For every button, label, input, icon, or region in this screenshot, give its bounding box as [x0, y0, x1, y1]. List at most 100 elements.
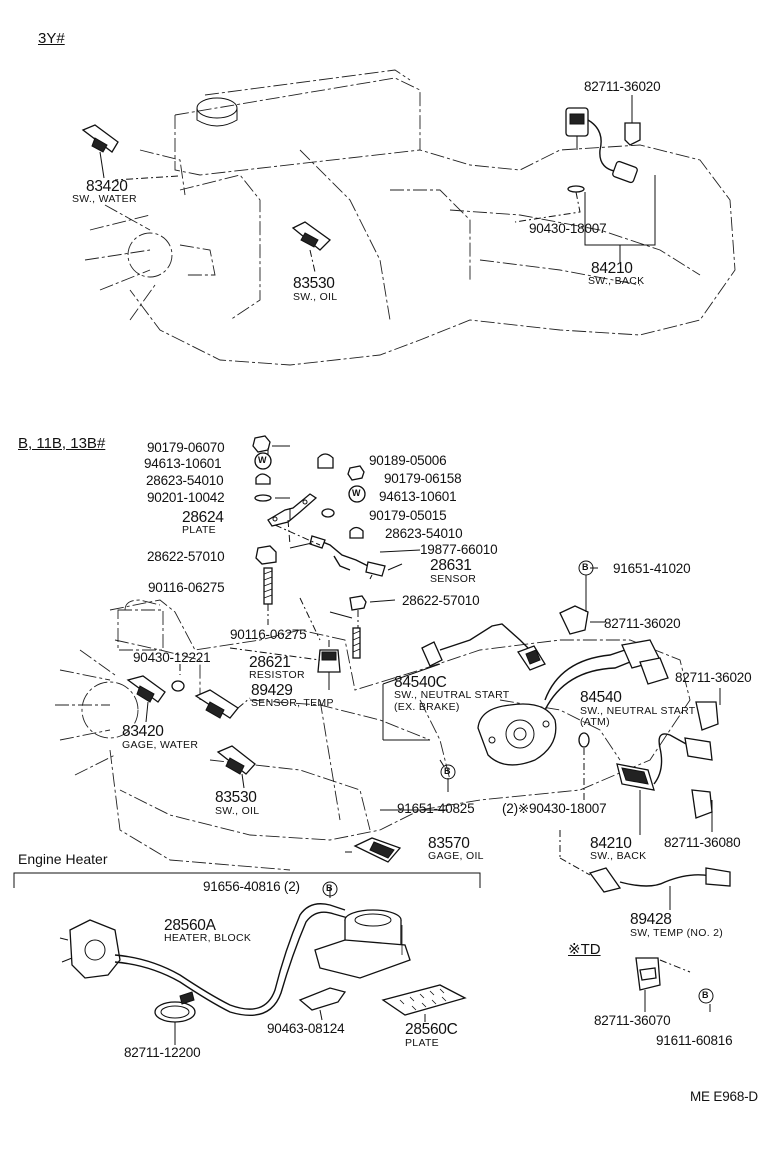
label-19877-66010: 19877-66010: [420, 542, 498, 557]
label-90116-06275-b: 90116-06275: [230, 627, 307, 642]
diagram-code: ME E968-D: [690, 1089, 758, 1104]
label-90430-12221: 90430-12221: [133, 650, 211, 665]
label-91611-60816: 91611-60816: [656, 1033, 733, 1048]
label-90463-08124: 90463-08124: [267, 1021, 345, 1036]
neutral-start-switch-84540: [544, 639, 721, 731]
label-83530-b: 83530: [215, 789, 257, 806]
bolt-symbol-91651-41020: [578, 560, 594, 576]
label-28560A-desc: HEATER, BLOCK: [164, 932, 252, 944]
label-28624: 28624: [182, 509, 224, 526]
label-84540-desc1: SW., NEUTRAL START: [580, 705, 696, 717]
label-28631-desc: SENSOR: [430, 573, 477, 585]
label-91651-41020: 91651-41020: [613, 561, 691, 576]
label-83530-desc-b: SW., OIL: [215, 805, 260, 817]
label-84540C-desc2: (EX. BRAKE): [394, 701, 460, 713]
washer-letter-left: W: [258, 455, 267, 465]
label-84210-3y: 84210: [591, 260, 633, 277]
label-84210-b: 84210: [590, 835, 632, 852]
label-82711-12200: 82711-12200: [124, 1045, 201, 1060]
neutral-start-switch-84540C: [382, 623, 546, 741]
label-28623-54010-r: 28623-54010: [385, 526, 463, 541]
label-83570: 83570: [428, 835, 470, 852]
label-84540: 84540: [580, 689, 622, 706]
water-gage-b: [126, 675, 166, 723]
label-84540C-desc1: SW., NEUTRAL START: [394, 689, 510, 701]
oil-gage-83570: [345, 837, 402, 863]
label-90189-05006: 90189-05006: [369, 453, 447, 468]
section-header-heater: Engine Heater: [18, 851, 108, 867]
label-28631: 28631: [430, 557, 472, 574]
gasket-90430-18007-b: [578, 732, 590, 748]
label-91651-40825: 91651-40825: [397, 801, 475, 816]
bolt-letter-91651-40825: B: [444, 766, 451, 776]
temp-sensor-89429: [194, 689, 251, 719]
label-82711-36020-a: 82711-36020: [604, 616, 681, 631]
bracket-82711-36020-upper: [559, 575, 600, 635]
washer-symbol-left: [254, 452, 272, 470]
label-28560A: 28560A: [164, 917, 216, 934]
bolt-letter-91651-41020: B: [582, 562, 589, 572]
label-84210-desc-3y: SW., BACK: [588, 275, 645, 287]
label-83420-desc-3y: SW., WATER: [72, 193, 137, 205]
gasket-90430-12221: [171, 680, 185, 692]
engine-3y-outline: [84, 69, 736, 366]
washer-symbol-right: [348, 485, 366, 503]
water-switch-3y: [81, 124, 119, 179]
label-90430-18007-3y: 90430-18007: [529, 221, 607, 236]
label-83530-desc-3y: SW., OIL: [293, 291, 338, 303]
label-89429: 89429: [251, 682, 293, 699]
label-83570-desc: GAGE, OIL: [428, 850, 484, 862]
label-28623-54010-l: 28623-54010: [146, 473, 224, 488]
back-switch-3y: [514, 95, 656, 262]
block-heater-28560A: [59, 903, 349, 1045]
label-90179-05015: 90179-05015: [369, 508, 447, 523]
label-82711-36080: 82711-36080: [664, 835, 741, 850]
oil-switch-b: [216, 745, 256, 789]
label-28622-57010-l: 28622-57010: [147, 549, 225, 564]
label-28560C: 28560C: [405, 1021, 458, 1038]
label-90179-06070: 90179-06070: [147, 440, 225, 455]
fastener-stack-right: [309, 453, 386, 659]
temp-switch-89428: [559, 830, 731, 910]
clip-90463-08124: [298, 987, 347, 1021]
back-switch-b: [616, 733, 713, 835]
bolt-symbol-91651-40825: [440, 764, 456, 780]
section-header-3y: 3Y#: [38, 30, 65, 47]
bolt-symbol-91611-60816: [698, 988, 714, 1004]
transmission-housing: [477, 703, 557, 766]
label-89429-desc: SENSOR, TEMP: [251, 697, 334, 709]
label-90179-06158: 90179-06158: [384, 471, 462, 486]
bolt-symbol-91656-40816: [322, 881, 338, 897]
label-82711-36020-b: 82711-36020: [675, 670, 752, 685]
label-83420-3y: 83420: [86, 178, 128, 195]
label-28622-57010-r: 28622-57010: [402, 593, 480, 608]
label-28621-desc: RESISTOR: [249, 669, 305, 681]
label-94613-10601-r: 94613-10601: [379, 489, 457, 504]
label-83420-b: 83420: [122, 723, 164, 740]
plate-28560C: [381, 984, 467, 1022]
label-89428: 89428: [630, 911, 672, 928]
label-28624-desc: PLATE: [182, 524, 216, 536]
label-84540C: 84540C: [394, 674, 447, 691]
label-84210-desc-b: SW., BACK: [590, 850, 647, 862]
label-82711-36070: 82711-36070: [594, 1013, 671, 1028]
resistor-28621: [317, 640, 341, 690]
label-28560C-desc: PLATE: [405, 1037, 439, 1049]
label-83420-desc-b: GAGE, WATER: [122, 739, 199, 751]
bolt-letter-91656-40816: B: [326, 883, 333, 893]
label-90116-06275-a: 90116-06275: [148, 580, 225, 595]
td-bracket: [635, 957, 711, 1012]
bolt-letter-91611-60816: B: [702, 990, 709, 1000]
label-91656-40816: 91656-40816 (2): [203, 879, 300, 894]
label-90201-10042: 90201-10042: [147, 490, 225, 505]
label-84540-desc2: (ATM): [580, 716, 610, 728]
label-94613-10601-l: 94613-10601: [144, 456, 222, 471]
label-89428-desc: SW, TEMP (NO. 2): [630, 927, 724, 939]
section-header-td: ※TD: [568, 941, 601, 958]
washer-letter-right: W: [352, 488, 361, 498]
label-83530-3y: 83530: [293, 275, 335, 292]
heater-receptacle: [314, 909, 411, 979]
label-90430-18007-b: (2)※90430-18007: [502, 801, 607, 816]
